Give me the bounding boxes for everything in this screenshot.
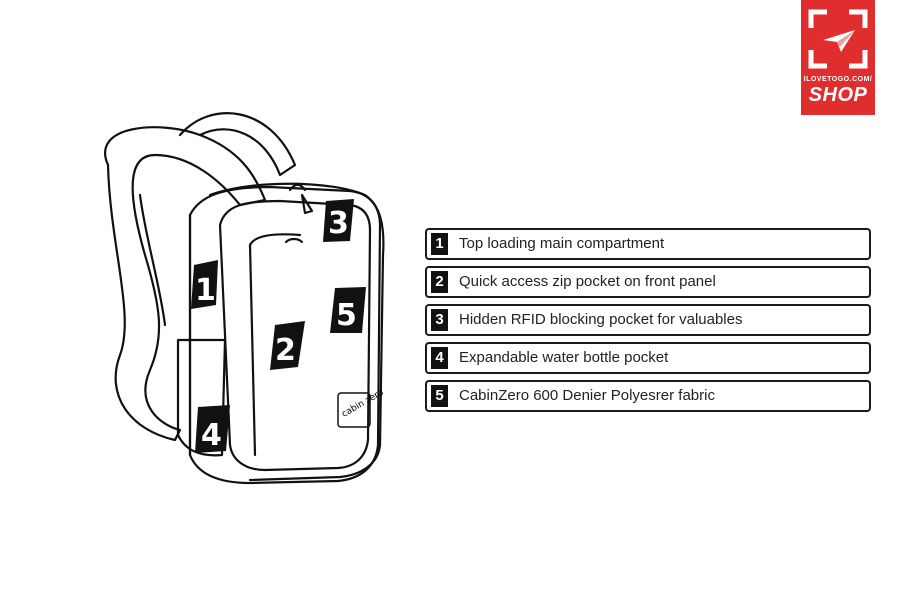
- logo-site-text: ILOVETOGO.COM/: [803, 76, 873, 83]
- logo-word: SHOP: [808, 84, 868, 106]
- marker-1: 1: [191, 260, 218, 309]
- svg-text:3: 3: [328, 206, 349, 241]
- svg-text:5: 5: [336, 298, 357, 333]
- legend-item: 3 Hidden RFID blocking pocket for valuab…: [425, 304, 871, 336]
- legend-item: 2 Quick access zip pocket on front panel: [425, 266, 871, 298]
- svg-text:1: 1: [195, 273, 216, 308]
- legend-item: 1 Top loading main compartment: [425, 228, 871, 260]
- svg-text:2: 2: [275, 333, 296, 368]
- paper-plane-icon: [823, 30, 855, 52]
- shop-logo[interactable]: ILOVETOGO.COM/ SHOP: [801, 0, 875, 115]
- marker-3: 3: [323, 199, 354, 242]
- scan-frame-icon: [808, 9, 868, 69]
- backpack-illustration: 1 2 3 4 5 cabin zero: [104, 112, 386, 485]
- legend-text: Top loading main compartment: [459, 235, 665, 252]
- legend-number: 2: [431, 271, 448, 293]
- legend-text: Quick access zip pocket on front panel: [459, 273, 716, 290]
- legend-number: 5: [431, 385, 448, 407]
- marker-4: 4: [195, 405, 230, 453]
- marker-2: 2: [270, 321, 305, 370]
- legend-text: CabinZero 600 Denier Polyesrer fabric: [459, 387, 715, 404]
- legend-text: Hidden RFID blocking pocket for valuable…: [459, 311, 743, 328]
- legend-item: 4 Expandable water bottle pocket: [425, 342, 871, 374]
- svg-text:4: 4: [201, 418, 222, 453]
- feature-legend: 1 Top loading main compartment 2 Quick a…: [425, 228, 871, 418]
- marker-5: 5: [330, 287, 366, 333]
- legend-text: Expandable water bottle pocket: [459, 349, 669, 366]
- legend-number: 1: [431, 233, 448, 255]
- legend-number: 4: [431, 347, 448, 369]
- legend-item: 5 CabinZero 600 Denier Polyesrer fabric: [425, 380, 871, 412]
- legend-number: 3: [431, 309, 448, 331]
